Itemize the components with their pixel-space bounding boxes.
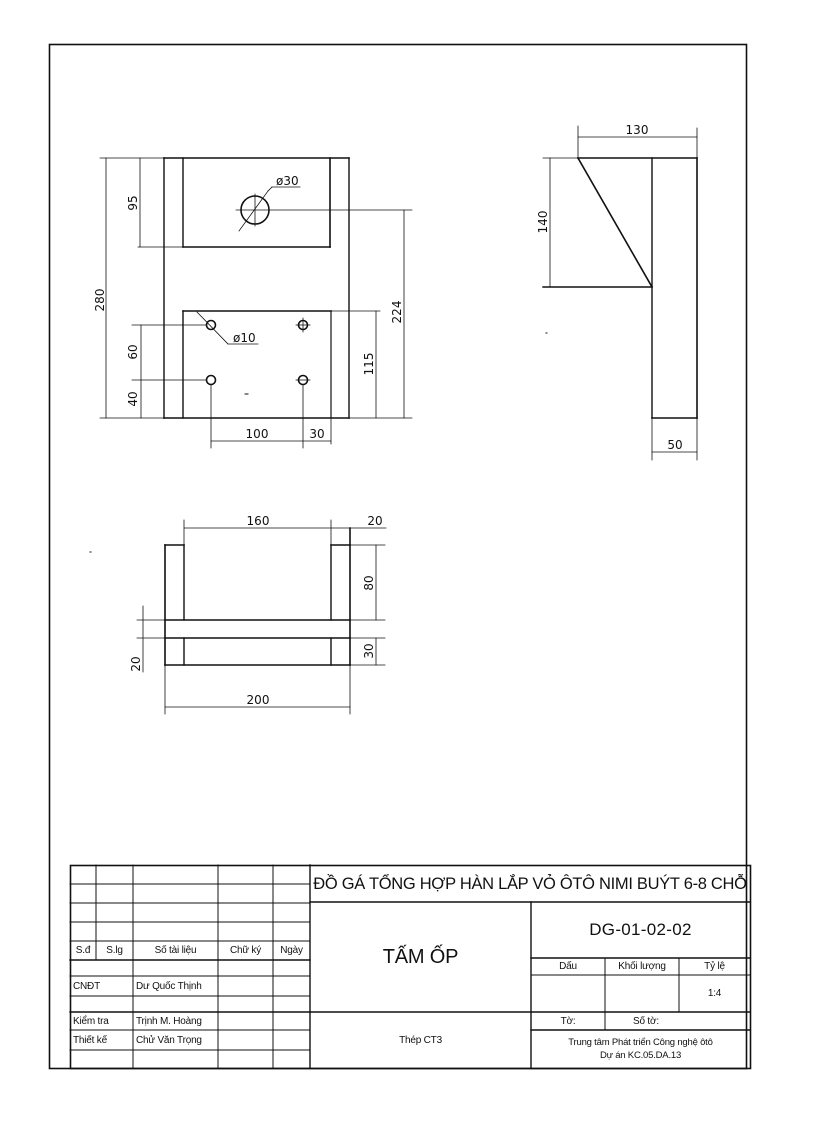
sheets-label: Số tờ: (633, 1015, 659, 1027)
drawing-number: DG-01-02-02 (589, 920, 692, 939)
dim-lower-plate-height: 115 (362, 353, 376, 376)
material: Thép CT3 (399, 1034, 442, 1046)
role-checker: Kiểm tra (73, 1015, 109, 1027)
header-slg: S.lg (106, 945, 123, 956)
scale-value: 1:4 (707, 988, 722, 999)
dim-overall-width: 200 (247, 693, 270, 707)
name-cndt: Dư Quốc Thịnh (136, 980, 202, 992)
name-designer: Chử Văn Trọng (136, 1034, 202, 1046)
role-designer: Thiết kế (73, 1034, 107, 1046)
dim-hole-center-height: 224 (390, 301, 404, 324)
dim-side-thickness: 50 (667, 438, 682, 452)
scale-label: Tỷ lệ (704, 961, 725, 972)
dim-inner-width: 160 (247, 514, 270, 528)
dim-hole-offset-bottom: 40 (126, 391, 140, 406)
organization-name: Trung tâm Phát triển Công nghệ ôtô (568, 1037, 713, 1048)
header-document-no: Số tài liệu (154, 945, 197, 956)
dim-large-hole: ø30 (276, 174, 299, 188)
dim-base-height: 30 (362, 643, 376, 658)
project-title: ĐỒ GÁ TỔNG HỢP HÀN LẮP VỎ ÔTÔ NIMI BUÝT … (313, 874, 747, 893)
mass-label: Khối lượng (618, 961, 666, 972)
side-view (542, 125, 698, 461)
dim-hole-spacing-horizontal: 100 (246, 427, 269, 441)
name-checker: Trịnh M. Hoàng (136, 1015, 202, 1027)
dim-hole-spacing-vertical: 60 (126, 344, 140, 359)
dim-overall-height: 280 (93, 289, 107, 312)
front-view (89, 519, 387, 715)
dim-side-width: 130 (626, 123, 649, 137)
project-code: Dự án KC.05.DA.13 (599, 1050, 682, 1061)
header-signature: Chữ ký (229, 945, 262, 956)
mark-label: Dấu (559, 961, 577, 972)
organization: Trung tâm Phát triển Công nghệ ôtô Dự án… (531, 1030, 750, 1068)
dim-gusset-height: 140 (536, 211, 550, 234)
header-sd: S.đ (75, 945, 91, 956)
sheet-label: Tờ: (560, 1015, 576, 1027)
part-name: TẤM ỐP (382, 945, 459, 968)
dim-post-width: 20 (367, 514, 382, 528)
dim-post-height: 80 (362, 575, 376, 590)
title-block-grid (69, 864, 752, 1070)
dim-hole-offset-right: 30 (309, 427, 324, 441)
dim-plate-offset: 20 (129, 656, 143, 671)
dim-small-hole: ø10 (233, 331, 256, 345)
top-view (99, 157, 413, 449)
header-date: Ngày (280, 945, 303, 956)
dim-upper-plate-height: 95 (126, 195, 140, 210)
role-cndt: CNĐT (73, 980, 100, 992)
